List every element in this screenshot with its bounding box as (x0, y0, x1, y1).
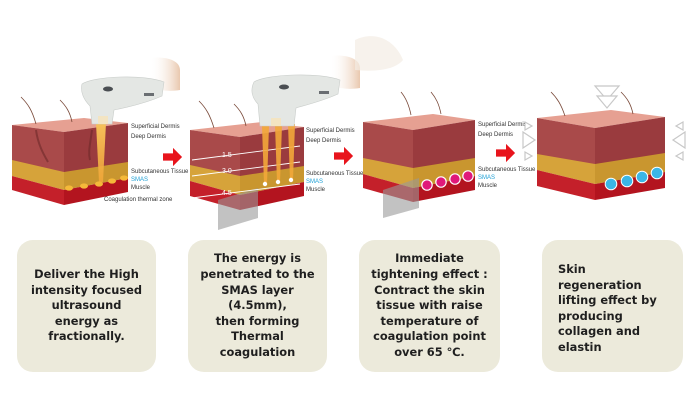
regeneration-points (604, 166, 664, 191)
left-arrow-icon (674, 120, 684, 132)
right-arrow-icon (522, 130, 537, 150)
step-1-description: Deliver the High intensity focused ultra… (30, 267, 143, 344)
skin-block (12, 96, 128, 205)
hifu-handpiece (251, 55, 360, 127)
skin-block (537, 91, 665, 200)
down-arrow-icon (593, 85, 621, 101)
layer-label: SMAS (131, 177, 149, 184)
step-1-description-box: Deliver the High intensity focused ultra… (17, 240, 156, 372)
layer-label: Subcutaneous Tissue (306, 171, 364, 178)
right-arrow-icon (524, 120, 534, 132)
tightening-points (421, 170, 474, 191)
ultrasound-beam (96, 123, 106, 182)
hand-fade (355, 36, 403, 71)
layer-label: Superficial Dermis (131, 124, 180, 131)
step-4-description-box: Skin regeneration lifting effect by prod… (542, 240, 683, 372)
depth-label: 3.0 (222, 168, 232, 175)
layer-label: Deep Dermis (478, 132, 514, 139)
depth-label: 4.5 (222, 190, 232, 197)
layer-label: SMAS (478, 175, 496, 182)
layer-label: Subcutaneous Tissue (131, 169, 189, 176)
layer-label: Subcutaneous Tissue (478, 167, 536, 174)
skin-block (363, 91, 475, 202)
depth-lines (191, 145, 301, 199)
ultrasound-beams (262, 124, 295, 184)
layer-label: Muscle (131, 185, 151, 192)
layer-label: Coagulation thermal zone (104, 197, 173, 204)
down-arrow-icon (595, 95, 619, 109)
left-arrow-icon (671, 130, 686, 150)
arrow-right-icon (334, 146, 354, 166)
layer-label: Deep Dermis (306, 138, 342, 145)
step-2-description-box: The energy is penetrated to the SMAS lay… (188, 240, 327, 372)
arrow-right-icon (163, 147, 183, 167)
depth-plane (218, 188, 258, 230)
layer-label: Muscle (478, 183, 498, 190)
focal-points (262, 177, 294, 187)
illustration-row: Superficial Dermis Deep Dermis Subcutane… (12, 36, 686, 230)
step-3-illustration (355, 36, 475, 218)
layer-label: Muscle (306, 187, 326, 194)
layer-label: SMAS (306, 179, 324, 186)
step-4-description: Skin regeneration lifting effect by prod… (558, 262, 657, 354)
step-2-illustration: 1.5 3.0 4.5 (190, 55, 360, 230)
depth-plane (383, 178, 419, 218)
step-4-illustration (522, 85, 686, 200)
layer-label: Deep Dermis (131, 134, 167, 141)
hifu-handpiece (81, 57, 180, 125)
step-1-illustration (12, 57, 180, 205)
step-3-description: Immediate tightening effect : Contract t… (371, 251, 488, 359)
compression-arrows (522, 85, 686, 162)
step-3-description-box: Immediate tightening effect : Contract t… (359, 240, 500, 372)
layer-label: Superficial Dermis (306, 128, 355, 135)
coagulation-points (65, 175, 128, 191)
depth-label: 1.5 (222, 152, 232, 159)
layer-label: Superficial Dermis (478, 122, 527, 129)
step-2-description: The energy is penetrated to the SMAS lay… (200, 251, 315, 359)
right-arrow-icon (524, 150, 534, 162)
arrow-right-icon (496, 143, 516, 163)
left-arrow-icon (674, 150, 684, 162)
